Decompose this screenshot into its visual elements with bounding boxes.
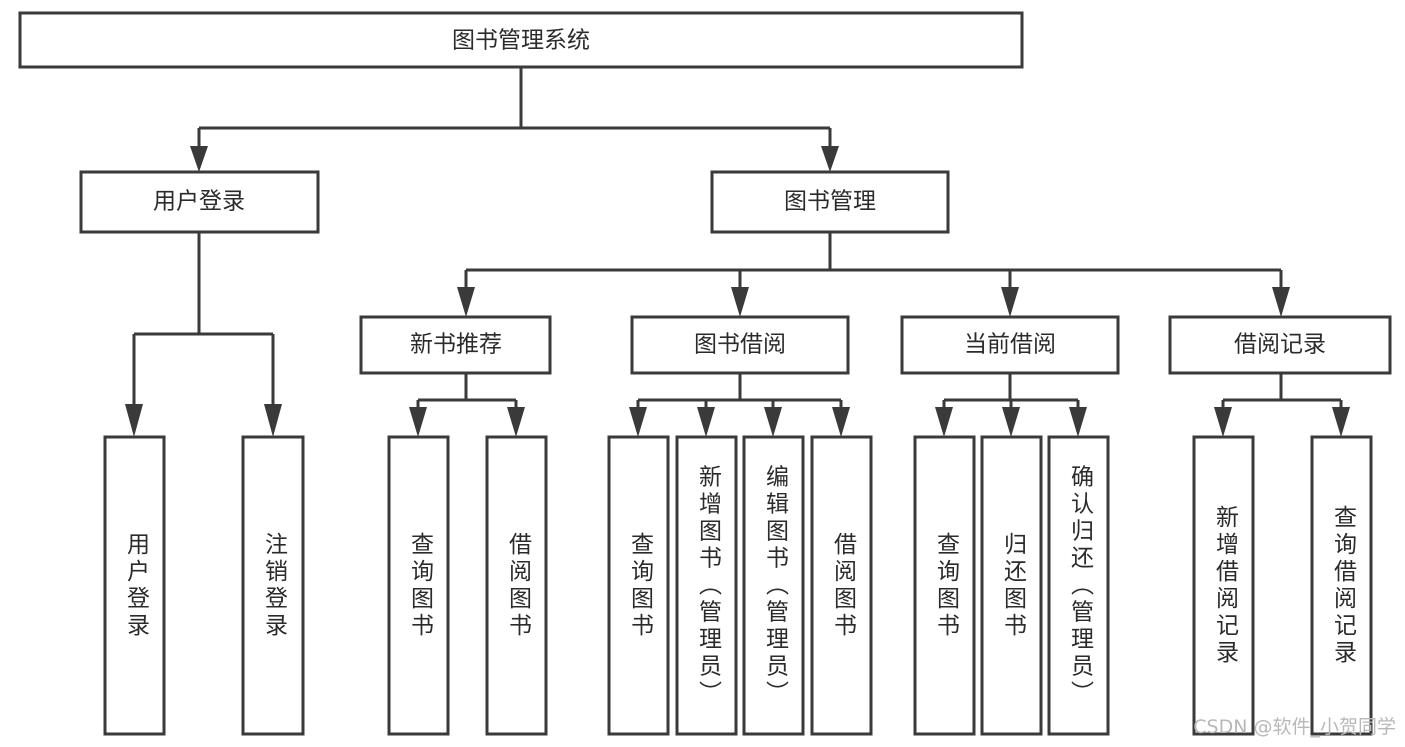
- node-new-book-recommend-box[interactable]: [359, 315, 552, 375]
- node-leaf-confirm-return-label: 确认归还（管理员）: [1067, 465, 1095, 708]
- node-book-borrow[interactable]: 图书借阅: [630, 315, 850, 375]
- node-leaf-query-record-box[interactable]: [1310, 435, 1373, 736]
- arrow-to-leaf-logout-login: [264, 404, 282, 437]
- node-leaf-borrow-book-2[interactable]: 借阅图书: [810, 435, 873, 736]
- arrow-to-leaf-borrow-book-2: [832, 407, 850, 437]
- node-leaf-add-record-label: 新增借阅记录: [1212, 505, 1240, 667]
- arrow-to-leaf-edit-book: [764, 407, 782, 437]
- node-leaf-confirm-return[interactable]: 确认归还（管理员）: [1047, 435, 1110, 736]
- node-root[interactable]: 图书管理系统: [18, 11, 1024, 69]
- node-leaf-user-login[interactable]: 用户登录: [103, 435, 166, 736]
- node-leaf-query-book-3[interactable]: 查询图书: [913, 435, 976, 736]
- node-new-book-recommend[interactable]: 新书推荐: [359, 315, 552, 375]
- node-user-login-box[interactable]: [79, 170, 320, 234]
- node-leaf-add-record[interactable]: 新增借阅记录: [1192, 435, 1255, 736]
- node-user-login-label: 用户登录: [153, 189, 245, 215]
- node-book-management-label: 图书管理: [784, 189, 876, 215]
- arrow-to-leaf-query-book-2: [629, 407, 647, 437]
- node-leaf-logout-login[interactable]: 注销登录: [241, 435, 305, 736]
- node-leaf-query-record[interactable]: 查询借阅记录: [1310, 435, 1373, 736]
- node-book-borrow-label: 图书借阅: [694, 332, 786, 358]
- arrow-to-leaf-borrow-book-1: [507, 407, 525, 437]
- node-borrow-record[interactable]: 借阅记录: [1168, 315, 1392, 375]
- node-leaf-edit-book-box[interactable]: [742, 435, 805, 736]
- node-leaf-return-book-label: 归还图书: [1000, 532, 1028, 640]
- node-leaf-logout-login-label: 注销登录: [261, 532, 289, 640]
- node-book-management[interactable]: 图书管理: [710, 170, 950, 234]
- node-current-borrow[interactable]: 当前借阅: [900, 315, 1120, 375]
- node-leaf-borrow-book-1-box[interactable]: [485, 435, 548, 736]
- node-leaf-borrow-book-2-label: 借阅图书: [830, 532, 858, 640]
- node-current-borrow-box[interactable]: [900, 315, 1120, 375]
- node-leaf-query-book-2-label: 查询图书: [627, 532, 655, 640]
- arrow-to-borrow-record: [1272, 287, 1290, 317]
- node-root-box[interactable]: [18, 11, 1024, 69]
- node-leaf-return-book-box[interactable]: [980, 435, 1043, 736]
- arrow-to-book-management: [821, 146, 839, 172]
- node-leaf-user-login-box[interactable]: [103, 435, 166, 736]
- node-leaf-query-book-1[interactable]: 查询图书: [387, 435, 450, 736]
- arrow-to-user-login: [190, 146, 208, 172]
- node-leaf-edit-book[interactable]: 编辑图书（管理员）: [742, 435, 805, 736]
- node-layer: 图书管理系统 用户登录 图书管理 新书推荐 图书借阅: [18, 11, 1392, 736]
- node-leaf-logout-login-box[interactable]: [241, 435, 305, 736]
- node-leaf-borrow-book-1-label: 借阅图书: [505, 532, 533, 640]
- arrow-to-leaf-query-book-1: [409, 407, 427, 437]
- arrow-to-leaf-query-record: [1332, 407, 1350, 437]
- node-leaf-borrow-book-1[interactable]: 借阅图书: [485, 435, 548, 736]
- node-leaf-query-record-label: 查询借阅记录: [1330, 505, 1358, 667]
- node-leaf-borrow-book-2-box[interactable]: [810, 435, 873, 736]
- arrow-to-leaf-add-book: [697, 407, 715, 437]
- node-leaf-add-book[interactable]: 新增图书（管理员）: [675, 435, 738, 736]
- node-book-management-box[interactable]: [710, 170, 950, 234]
- node-leaf-user-login-label: 用户登录: [123, 532, 151, 640]
- node-current-borrow-label: 当前借阅: [964, 332, 1056, 358]
- arrow-to-leaf-user-login: [125, 404, 143, 437]
- node-leaf-add-record-box[interactable]: [1192, 435, 1255, 736]
- arrow-to-book-borrow: [731, 287, 749, 317]
- arrow-to-current-borrow: [1001, 287, 1019, 317]
- node-leaf-query-book-2[interactable]: 查询图书: [607, 435, 670, 736]
- node-borrow-record-box[interactable]: [1168, 315, 1392, 375]
- arrow-to-new-book-recommend: [457, 287, 475, 317]
- node-user-login[interactable]: 用户登录: [79, 170, 320, 234]
- watermark-label: CSDN @软件_小贺同学: [1193, 716, 1396, 738]
- arrow-to-leaf-add-record: [1214, 407, 1232, 437]
- node-borrow-record-label: 借阅记录: [1234, 332, 1326, 358]
- node-new-book-recommend-label: 新书推荐: [410, 332, 502, 358]
- node-leaf-query-book-1-label: 查询图书: [407, 532, 435, 640]
- node-root-label: 图书管理系统: [452, 28, 590, 54]
- node-leaf-query-book-2-box[interactable]: [607, 435, 670, 736]
- node-book-borrow-box[interactable]: [630, 315, 850, 375]
- node-leaf-add-book-label: 新增图书（管理员）: [695, 465, 723, 708]
- node-leaf-edit-book-label: 编辑图书（管理员）: [762, 465, 790, 708]
- node-leaf-confirm-return-box[interactable]: [1047, 435, 1110, 736]
- arrow-to-leaf-return-book: [1002, 407, 1020, 437]
- node-leaf-query-book-1-box[interactable]: [387, 435, 450, 736]
- node-leaf-add-book-box[interactable]: [675, 435, 738, 736]
- arrow-to-leaf-query-book-3: [935, 407, 953, 437]
- arrow-to-leaf-confirm-return: [1069, 407, 1087, 437]
- node-leaf-return-book[interactable]: 归还图书: [980, 435, 1043, 736]
- node-leaf-query-book-3-box[interactable]: [913, 435, 976, 736]
- node-leaf-query-book-3-label: 查询图书: [933, 532, 961, 640]
- connector-layer: [125, 67, 1350, 437]
